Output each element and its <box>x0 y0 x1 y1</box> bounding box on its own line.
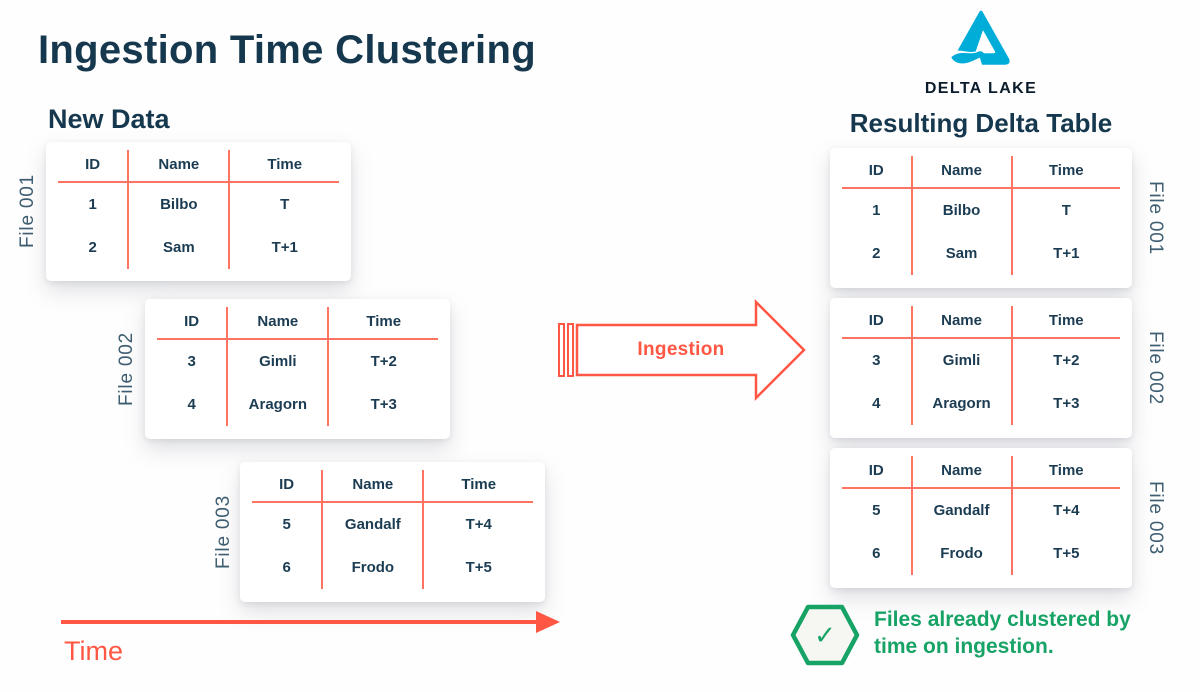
header-id: ID <box>252 470 324 503</box>
file-003-table: ID Name Time 5 Gandalf T+4 6 Frodo T+5 <box>842 456 1120 575</box>
right-file-002-card: ID Name Time 3 Gimli T+2 4 Aragorn T+3 <box>830 298 1132 438</box>
header-time: Time <box>1011 306 1120 339</box>
right-file-003-card: ID Name Time 5 Gandalf T+4 6 Frodo T+5 <box>830 448 1132 588</box>
cell-id: 5 <box>252 502 324 546</box>
left-file-002-card: ID Name Time 3 Gimli T+2 4 Aragorn T+3 <box>145 299 450 439</box>
note-line-1: Files already clustered by <box>874 608 1131 631</box>
check-hexagon-icon <box>790 604 860 666</box>
file-001-table: ID Name Time 1 Bilbo T 2 Sam T+1 <box>58 150 339 269</box>
delta-lake-logo-icon <box>948 10 1010 66</box>
cell-id: 3 <box>842 338 913 382</box>
cell-time: T+1 <box>1053 245 1080 262</box>
table-row: 2 Sam T+1 <box>58 226 339 269</box>
cell-id: 5 <box>842 488 913 532</box>
file-002-table: ID Name Time 3 Gimli T+2 4 Aragorn T+3 <box>157 307 438 426</box>
right-file-001-label: File 001 <box>1145 181 1166 255</box>
left-file-003-label: File 003 <box>213 495 234 569</box>
cell-name: Sam <box>128 226 231 269</box>
table-row: 5 Gandalf T+4 <box>842 488 1120 532</box>
right-file-002-label: File 002 <box>1145 331 1166 405</box>
cell-time: T+2 <box>1053 352 1080 369</box>
header-name: Name <box>128 150 231 183</box>
new-data-heading: New Data <box>48 104 170 134</box>
cell-id: 2 <box>842 232 913 275</box>
left-file-002-label: File 002 <box>116 332 137 406</box>
cell-time: T+5 <box>465 559 492 576</box>
cell-name: Gandalf <box>911 488 1013 532</box>
table-row: 5 Gandalf T+4 <box>252 502 533 546</box>
left-file-003-card: ID Name Time 5 Gandalf T+4 6 Frodo T+5 <box>240 462 545 602</box>
header-time: Time <box>229 150 339 183</box>
cell-name: Aragorn <box>227 383 330 426</box>
cell-name: Sam <box>911 232 1013 275</box>
header-time: Time <box>328 307 438 340</box>
time-axis-arrow-icon <box>61 611 560 633</box>
header-time: Time <box>1011 156 1120 189</box>
header-id: ID <box>842 156 913 189</box>
right-file-003-label: File 003 <box>1145 481 1166 555</box>
cell-id: 4 <box>157 383 229 426</box>
file-003-table: ID Name Time 5 Gandalf T+4 6 Frodo T+5 <box>252 470 533 589</box>
cell-time: T+1 <box>271 239 298 256</box>
delta-lake-wordmark: DELTA LAKE <box>924 80 1038 97</box>
cell-name: Gimli <box>227 339 330 383</box>
header-name: Name <box>911 456 1013 489</box>
cell-name: Aragorn <box>911 382 1013 425</box>
check-icon: ✓ <box>814 619 836 650</box>
table-row: 4 Aragorn T+3 <box>842 382 1120 425</box>
cell-name: Frodo <box>911 532 1013 575</box>
header-id: ID <box>842 456 913 489</box>
table-row: 6 Frodo T+5 <box>252 546 533 589</box>
table-row: 3 Gimli T+2 <box>157 339 438 383</box>
table-row: 6 Frodo T+5 <box>842 532 1120 575</box>
cell-name: Bilbo <box>911 188 1013 232</box>
cell-time: T <box>1061 202 1071 219</box>
header-id: ID <box>157 307 229 340</box>
header-time: Time <box>1011 456 1120 489</box>
cell-time: T+2 <box>370 353 397 370</box>
file-001-table: ID Name Time 1 Bilbo T 2 Sam T+1 <box>842 156 1120 275</box>
cell-id: 6 <box>252 546 324 589</box>
table-row: 1 Bilbo T <box>842 188 1120 232</box>
table-row: 3 Gimli T+2 <box>842 338 1120 382</box>
cell-id: 2 <box>58 226 130 269</box>
header-name: Name <box>322 470 425 503</box>
ingestion-arrow-label: Ingestion <box>637 339 725 360</box>
resulting-delta-table-heading: Resulting Delta Table <box>849 108 1113 138</box>
header-time: Time <box>423 470 533 503</box>
cell-id: 6 <box>842 532 913 575</box>
left-file-001-label: File 001 <box>17 174 38 249</box>
cell-name: Frodo <box>322 546 425 589</box>
cell-name: Gandalf <box>322 502 425 546</box>
table-row: 4 Aragorn T+3 <box>157 383 438 426</box>
cell-name: Gimli <box>911 338 1013 382</box>
header-id: ID <box>842 306 913 339</box>
cell-time: T+4 <box>465 516 492 533</box>
table-row: 1 Bilbo T <box>58 182 339 226</box>
note-text: Files already clustered by time on inges… <box>874 606 1131 660</box>
note-line-2: time on ingestion. <box>874 635 1054 658</box>
table-row: 2 Sam T+1 <box>842 232 1120 275</box>
header-name: Name <box>911 156 1013 189</box>
cell-name: Bilbo <box>128 182 231 226</box>
cell-id: 1 <box>842 188 913 232</box>
cell-id: 1 <box>58 182 130 226</box>
cell-id: 4 <box>842 382 913 425</box>
file-002-table: ID Name Time 3 Gimli T+2 4 Aragorn T+3 <box>842 306 1120 425</box>
header-name: Name <box>911 306 1013 339</box>
right-file-001-card: ID Name Time 1 Bilbo T 2 Sam T+1 <box>830 148 1132 288</box>
cell-time: T+4 <box>1053 502 1080 519</box>
cell-time: T+3 <box>370 396 397 413</box>
cell-time: T <box>280 196 290 213</box>
ingestion-arrow-icon <box>558 298 806 402</box>
header-name: Name <box>227 307 330 340</box>
left-file-001-card: ID Name Time 1 Bilbo T 2 Sam T+1 <box>46 142 351 281</box>
cell-id: 3 <box>157 339 229 383</box>
header-id: ID <box>58 150 130 183</box>
cell-time: T+3 <box>1053 395 1080 412</box>
cell-time: T+5 <box>1053 545 1080 562</box>
time-axis-label: Time <box>64 636 123 666</box>
page-title: Ingestion Time Clustering <box>38 28 536 72</box>
